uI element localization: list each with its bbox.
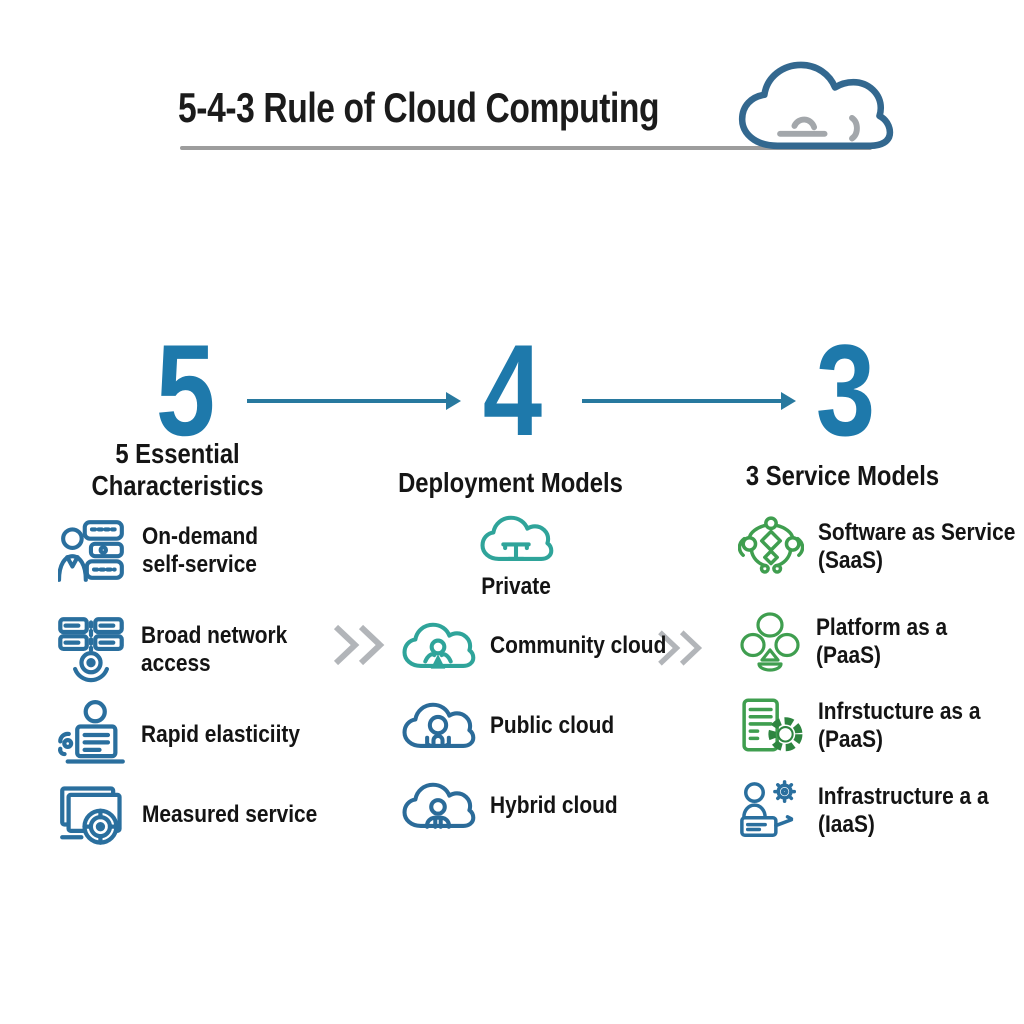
heading-line: 5 Essential [115, 438, 240, 469]
list-item: Private [458, 510, 574, 601]
item-label: Software as Service (SaaS) [818, 519, 1016, 574]
title-underline [180, 146, 872, 150]
list-item: Public cloud [400, 696, 633, 756]
private-cloud-icon [478, 510, 554, 568]
list-item: Platform as a (PaaS) [738, 610, 967, 674]
list-item: Measured service [58, 782, 343, 848]
hybrid-cloud-icon [400, 776, 476, 836]
heading-line: Characteristics [91, 469, 264, 501]
item-label: Hybrid cloud [490, 792, 618, 820]
item-label: Platform as a (PaaS) [816, 614, 948, 669]
item-label: Community cloud [490, 632, 667, 660]
list-item: Rapid elasticiity [55, 700, 324, 770]
item-label: Private [481, 573, 551, 600]
saas-network-icon [738, 514, 804, 580]
user-servers-icon [58, 516, 128, 586]
public-cloud-icon [400, 696, 476, 756]
page-title: 5-4-3 Rule of Cloud Computing [178, 84, 660, 131]
item-label: Public cloud [490, 712, 615, 740]
infrastructure-document-icon [740, 696, 804, 756]
arrow-right-icon [247, 391, 461, 410]
double-chevron-right-icon [328, 622, 390, 668]
item-label: On-demand self-service [142, 523, 259, 578]
list-item: On-demand self-service [58, 516, 275, 586]
double-chevron-right-icon [653, 626, 707, 670]
heading-line: 3 Service Models [745, 460, 940, 491]
list-item: Broad network access [55, 614, 309, 686]
cloud-logo-icon [733, 53, 903, 159]
arrow-right-icon [582, 391, 796, 410]
item-label: Infrastructure a a (IaaS) [818, 783, 989, 838]
list-item: Software as Service (SaaS) [738, 514, 1024, 580]
community-cloud-icon [400, 616, 476, 676]
column-heading-deployment: Deployment Models [398, 467, 623, 499]
list-item: Infrstucture as a (PaaS) [740, 696, 1005, 756]
item-label: Infrstucture as a (PaaS) [818, 698, 981, 753]
list-item: Infrastructure a a (IaaS) [738, 780, 1014, 842]
item-label: Broad network access [141, 622, 288, 677]
network-servers-icon [55, 614, 127, 686]
list-item: Community cloud [400, 616, 693, 676]
step-number-5: 5 [155, 317, 216, 463]
step-number-4: 4 [482, 317, 543, 463]
column-heading-characteristics: 5 Essential Characteristics [65, 438, 290, 501]
column-heading-services: 3 Service Models [730, 460, 955, 492]
iaas-engineer-icon [738, 780, 804, 842]
step-number-3: 3 [815, 317, 876, 463]
list-item: Hybrid cloud [400, 776, 637, 836]
user-laptop-icon [55, 700, 127, 770]
heading-line: Deployment Models [398, 467, 623, 498]
monitor-gauge-icon [58, 782, 128, 848]
item-label: Rapid elasticiity [141, 721, 300, 749]
item-label: Measured service [142, 801, 318, 829]
paas-clover-icon [738, 610, 802, 674]
